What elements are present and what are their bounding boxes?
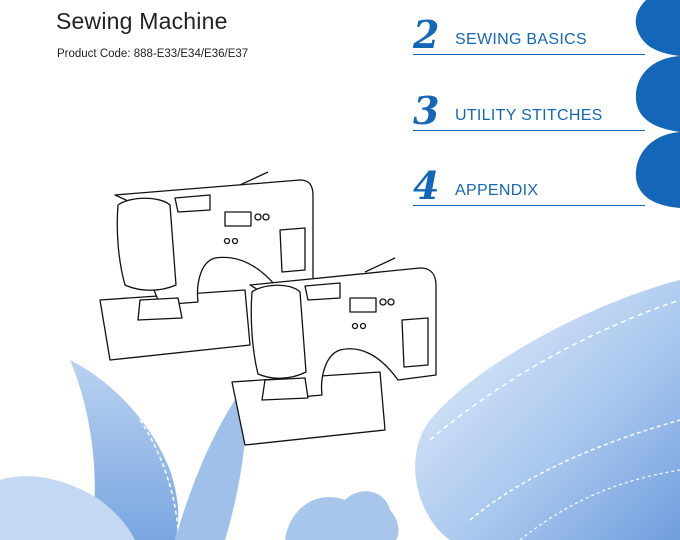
- document-title: Sewing Machine: [56, 8, 228, 34]
- chapter-tab-shapes: [635, 0, 680, 208]
- chapter-label: UTILITY STITCHES: [455, 107, 603, 124]
- chapter-label: APPENDIX: [455, 182, 539, 199]
- chapter-number: 2: [413, 12, 440, 57]
- chapter-link-sewing-basics[interactable]: 2 SEWING BASICS: [413, 0, 645, 55]
- sewing-machine-back: [99, 171, 314, 361]
- product-code: Product Code: 888-E33/E34/E36/E37: [57, 48, 249, 60]
- chapter-number: 3: [413, 88, 440, 133]
- leaf-left: [0, 360, 247, 540]
- chapter-number: 4: [413, 163, 440, 208]
- chapter-link-appendix[interactable]: 4 APPENDIX: [413, 151, 645, 206]
- leaf-bottom-center: [285, 491, 399, 540]
- leaf-large-right: [415, 280, 680, 540]
- sewing-machine-front: [231, 257, 437, 446]
- chapter-label: SEWING BASICS: [455, 31, 587, 48]
- chapter-link-utility-stitches[interactable]: 3 UTILITY STITCHES: [413, 76, 645, 131]
